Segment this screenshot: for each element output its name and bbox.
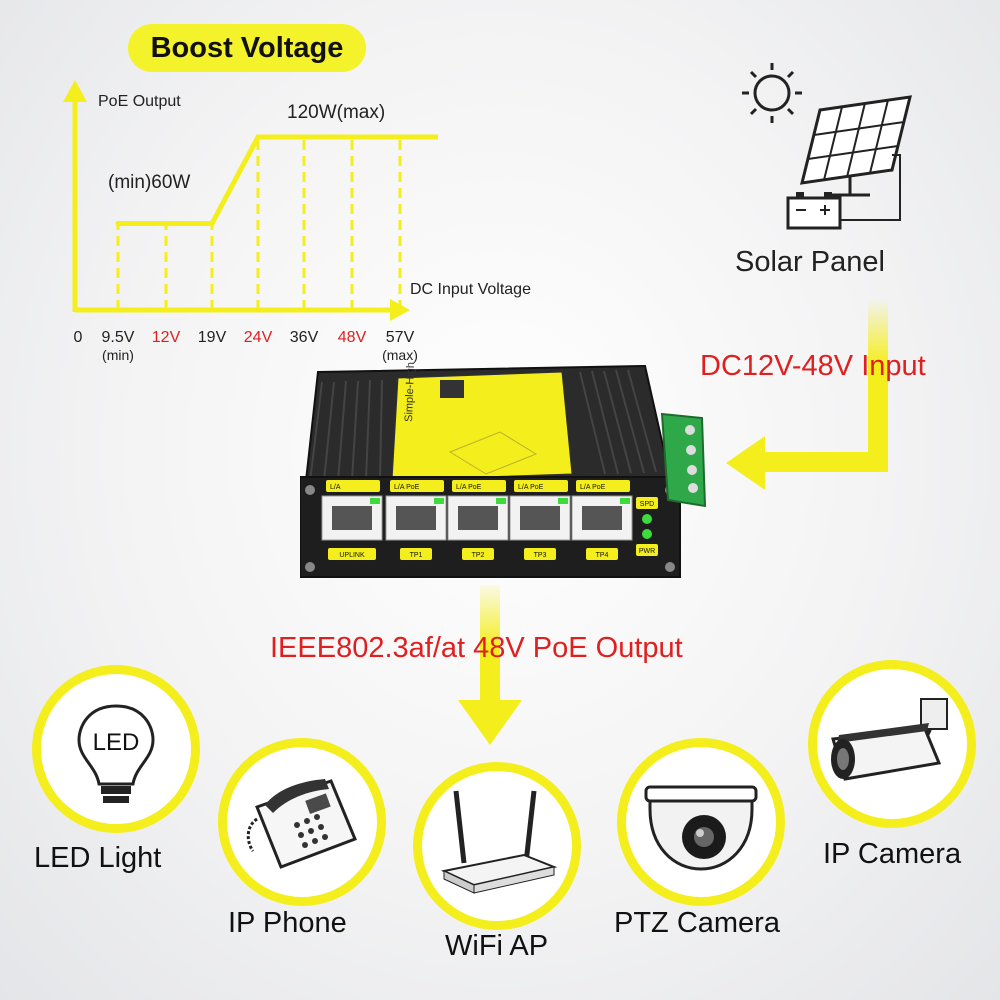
dc-terminal-block	[660, 412, 707, 508]
ip-phone-icon	[246, 779, 357, 869]
port-led	[434, 498, 444, 504]
port-bottom-label-bg	[328, 548, 376, 560]
port-bottom-label-bg	[586, 548, 618, 560]
port-led	[620, 498, 630, 504]
ethernet-port-socket	[582, 506, 622, 530]
solar-panel-icon	[800, 95, 912, 221]
port-top-label: L/A PoE	[580, 484, 606, 491]
x-tick-label: 24V	[244, 329, 273, 346]
boost-voltage-chart: PoE Output DC Input Voltage (min)60W 120…	[63, 80, 531, 363]
ethernet-port-socket	[396, 506, 436, 530]
port-top-label: L/A PoE	[518, 484, 544, 491]
port-top-label-bg	[514, 480, 568, 492]
solar-panel-label: Solar Panel	[735, 246, 885, 278]
dome-camera-icon	[644, 785, 758, 871]
device-label-wifi-ap: WiFi AP	[445, 930, 549, 962]
chart-point	[255, 134, 261, 140]
port-top-label-bg	[452, 480, 506, 492]
port-top-label: L/A PoE	[394, 484, 420, 491]
port-led	[370, 498, 380, 504]
port-top-label: L/A PoE	[456, 484, 482, 491]
port-bottom-label: TP1	[410, 552, 423, 559]
qr-code	[440, 380, 464, 398]
x-tick-label: 9.5V	[102, 329, 135, 346]
device-label-ip-camera: IP Camera	[823, 838, 962, 870]
ip-phone-circle	[218, 738, 386, 906]
device-label-ip-phone: IP Phone	[228, 907, 347, 939]
port-bottom-label-bg	[400, 548, 432, 560]
bullet-camera-icon	[831, 698, 948, 781]
page-title: Boost Voltage	[150, 31, 344, 64]
min-power-annotation: (min)60W	[108, 172, 190, 193]
ethernet-port-socket	[332, 506, 372, 530]
x-tick-label: 57V	[386, 329, 415, 346]
x-tick-label: 0	[74, 329, 83, 346]
poe-switch-device: Simple-High L/A UPLINK L/A PoE TP1 L/A PoE TP…	[300, 362, 707, 578]
port-top-label-bg	[390, 480, 444, 492]
ethernet-port-socket	[520, 506, 560, 530]
port-led	[496, 498, 506, 504]
spd-led	[642, 514, 652, 524]
y-axis-label: PoE Output	[98, 93, 181, 110]
device-label-ptz-camera: PTZ Camera	[614, 907, 780, 939]
port-bottom-label: TP4	[596, 552, 609, 559]
port-top-label-bg	[576, 480, 630, 492]
max-power-annotation: 120W(max)	[287, 102, 385, 123]
x-tick-label: 48V	[338, 329, 367, 346]
port-bottom-label: TP3	[534, 552, 547, 559]
port-bottom-label: UPLINK	[339, 552, 365, 559]
svg-text:Simple-High: Simple-High	[403, 362, 417, 422]
wifi-ap-circle	[413, 762, 581, 930]
wifi-router-icon	[440, 790, 558, 894]
chart-point	[115, 221, 121, 226]
x-tick-sublabel: (max)	[382, 347, 418, 363]
x-tick-label: 19V	[198, 329, 227, 346]
led-light-circle: LED	[32, 665, 200, 833]
sun-icon	[742, 63, 802, 123]
ip-camera-circle	[808, 660, 976, 828]
output-arrow	[458, 585, 522, 745]
port-bottom-label-bg	[462, 548, 494, 560]
dc-input-label: DC12V-48V Input	[700, 350, 926, 382]
led-icon-text: LED	[93, 729, 140, 756]
port-bottom-label: TP2	[472, 552, 485, 559]
flow-arrows	[458, 298, 888, 745]
ethernet-port-socket	[458, 506, 498, 530]
pwr-led	[642, 529, 652, 539]
x-tick-sublabel: (min)	[102, 347, 134, 363]
port-top-label: L/A	[330, 484, 341, 491]
x-tick-label: 36V	[290, 329, 319, 346]
battery-icon	[786, 192, 842, 230]
ptz-camera-circle	[617, 738, 785, 906]
y-axis-arrow	[63, 80, 87, 102]
x-axis-label: DC Input Voltage	[410, 281, 531, 298]
chart-point	[209, 221, 215, 226]
pwr-label: PWR	[639, 548, 655, 555]
port-bottom-label-bg	[524, 548, 556, 560]
x-tick-label: 12V	[152, 329, 181, 346]
port-led	[558, 498, 568, 504]
input-arrow	[726, 298, 888, 490]
spd-label: SPD	[640, 501, 654, 508]
x-axis-arrow	[390, 299, 410, 321]
port-top-label-bg	[326, 480, 380, 492]
led-bulb-icon: LED	[77, 704, 155, 803]
solar-panel-illustration	[742, 63, 912, 230]
device-label-led-light: LED Light	[34, 842, 162, 874]
title-badge: Boost Voltage	[128, 24, 366, 72]
poe-output-label: IEEE802.3af/at 48V PoE Output	[270, 632, 683, 664]
chart-point	[397, 134, 403, 140]
